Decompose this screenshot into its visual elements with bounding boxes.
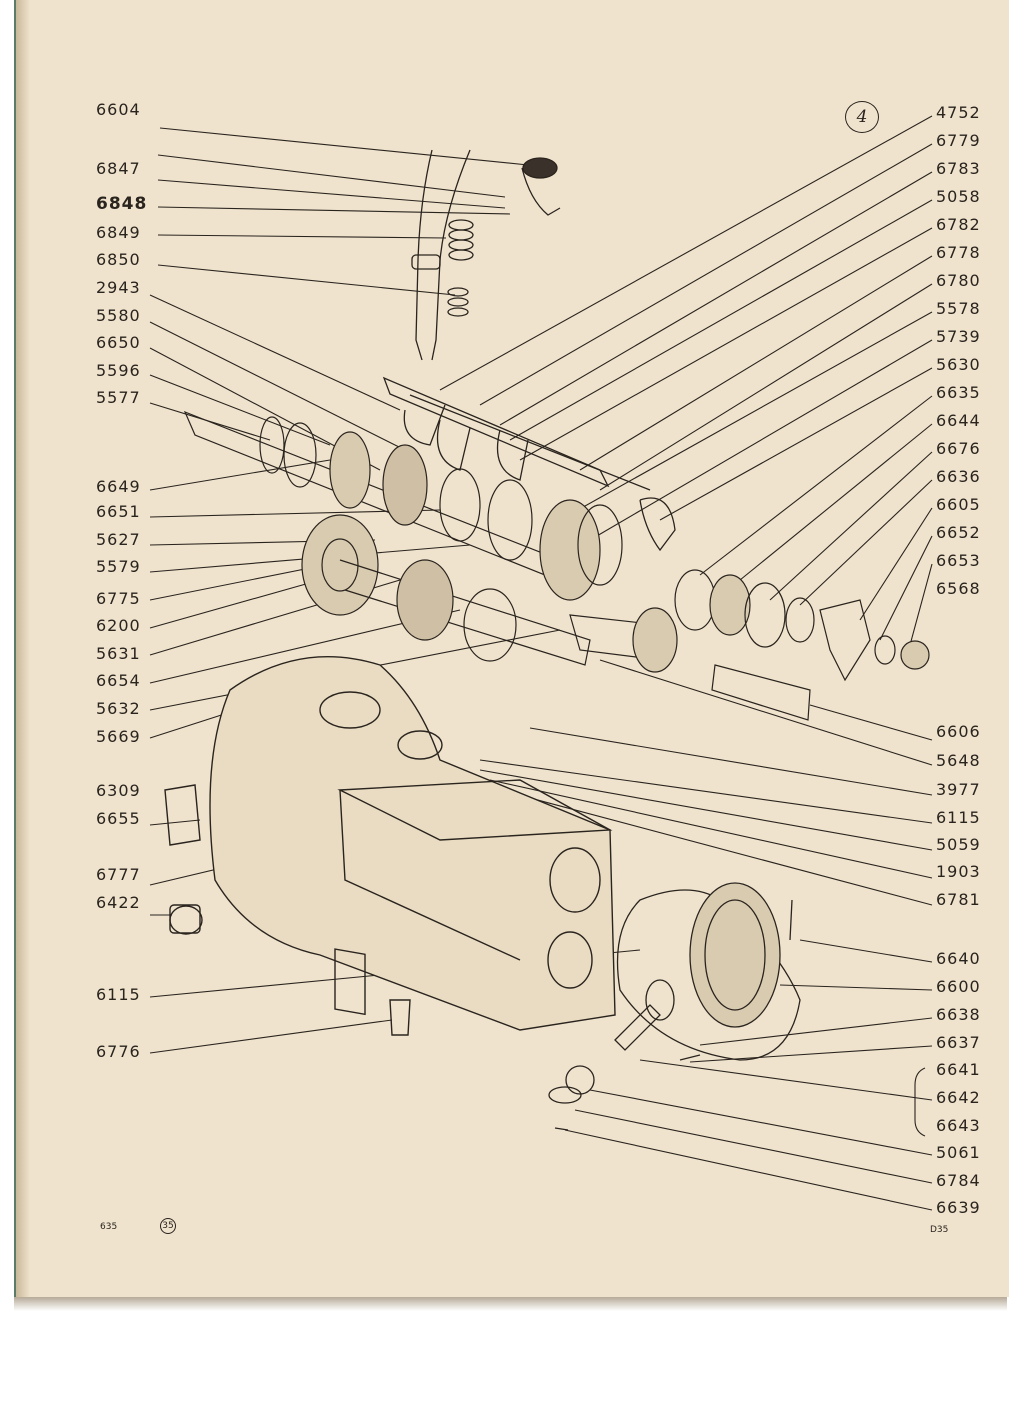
part-label-right: 5648 <box>936 751 981 770</box>
part-label-right: 6605 <box>936 495 981 514</box>
part-label-right: 6778 <box>936 243 981 262</box>
part-label-right: 5058 <box>936 187 981 206</box>
part-label-right: 5739 <box>936 327 981 346</box>
part-label-left: 2943 <box>96 278 141 297</box>
part-label-right: 5630 <box>936 355 981 374</box>
part-label-right: 5061 <box>936 1143 981 1162</box>
part-label-right: 6635 <box>936 383 981 402</box>
part-label-right: 4752 <box>936 103 981 122</box>
part-label-right: 6115 <box>936 808 981 827</box>
part-label-right: 6782 <box>936 215 981 234</box>
part-label-left: 5579 <box>96 557 141 576</box>
part-label-right: 5578 <box>936 299 981 318</box>
part-label-right: 6783 <box>936 159 981 178</box>
part-label-right: 6568 <box>936 579 981 598</box>
part-label-right: 6639 <box>936 1198 981 1217</box>
part-label-right: 6781 <box>936 890 981 909</box>
part-label-right: 6643 <box>936 1116 981 1135</box>
part-label-left: 6115 <box>96 985 141 1004</box>
part-label-right: 6640 <box>936 949 981 968</box>
part-label-left: 6847 <box>96 159 141 178</box>
page-shadow <box>14 1297 1007 1311</box>
part-label-left: 6604 <box>96 100 141 119</box>
part-label-right: 6637 <box>936 1033 981 1052</box>
part-label-left: 6309 <box>96 781 141 800</box>
part-label-right: 3977 <box>936 780 981 799</box>
part-label-right: 6652 <box>936 523 981 542</box>
part-label-right: 6784 <box>936 1171 981 1190</box>
part-label-left: 6422 <box>96 893 141 912</box>
part-label-right: 6779 <box>936 131 981 150</box>
part-label-right: 6644 <box>936 411 981 430</box>
part-label-right: 6638 <box>936 1005 981 1024</box>
part-label-left: 6651 <box>96 502 141 521</box>
part-label-left: 6848 <box>96 194 148 214</box>
part-label-left: 5669 <box>96 727 141 746</box>
part-label-right: 6642 <box>936 1088 981 1107</box>
part-label-right: 6606 <box>936 722 981 741</box>
catalog-page <box>14 0 1009 1297</box>
part-label-left: 6777 <box>96 865 141 884</box>
part-label-left: 6200 <box>96 616 141 635</box>
part-label-left: 5580 <box>96 306 141 325</box>
part-label-left: 6649 <box>96 477 141 496</box>
part-label-left: 6650 <box>96 333 141 352</box>
part-label-left: 5627 <box>96 530 141 549</box>
part-label-right: 6676 <box>936 439 981 458</box>
plate-number: 4 <box>845 101 879 133</box>
part-label-right: 6636 <box>936 467 981 486</box>
part-label-left: 5577 <box>96 388 141 407</box>
part-label-left: 6850 <box>96 250 141 269</box>
part-label-right: 6600 <box>936 977 981 996</box>
part-label-left: 6776 <box>96 1042 141 1061</box>
part-label-right: 6641 <box>936 1060 981 1079</box>
part-label-right: 1903 <box>936 862 981 881</box>
part-label-left: 6775 <box>96 589 141 608</box>
part-label-right: 6780 <box>936 271 981 290</box>
part-label-left: 6654 <box>96 671 141 690</box>
page-binding-edge <box>16 0 30 1297</box>
part-label-left: 6655 <box>96 809 141 828</box>
part-label-left: 5596 <box>96 361 141 380</box>
part-label-left: 5631 <box>96 644 141 663</box>
footer-page-circle: 35 <box>160 1218 176 1234</box>
part-label-right: 5059 <box>936 835 981 854</box>
part-label-right: 6653 <box>936 551 981 570</box>
part-label-left: 5632 <box>96 699 141 718</box>
part-label-left: 6849 <box>96 223 141 242</box>
footer-right-code: D35 <box>930 1225 949 1235</box>
footer-left-code: 635 <box>100 1222 118 1232</box>
